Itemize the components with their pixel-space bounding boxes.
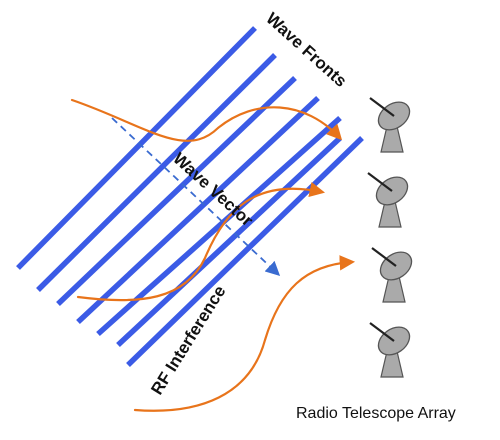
wave-front-line (76, 95, 320, 325)
wave-front-line (96, 115, 342, 337)
wave-vector-arrow (111, 117, 281, 276)
wave-front-line (116, 135, 342, 348)
radio-telescope-array (367, 97, 413, 378)
wave-front-line (36, 53, 277, 292)
rf-curve-bottom (133, 255, 356, 412)
rf-curve-middle (76, 181, 326, 302)
wave-fronts-label: Wave Fronts (262, 9, 350, 91)
radio-telescope-icon (371, 247, 413, 303)
wave-front-line (56, 76, 297, 306)
radio-telescope-icon (367, 172, 409, 228)
wavefronts-group (16, 26, 364, 367)
radio-telescope-icon (369, 97, 411, 153)
rf-interference-curves (70, 98, 356, 412)
wave-front-line (16, 26, 257, 270)
wave-front-line (126, 136, 364, 367)
rf-interference-label: RF Interference (147, 282, 229, 398)
radio-telescope-array-label: Radio Telescope Array (296, 405, 456, 422)
rf-curve-top (70, 98, 343, 142)
radio-telescope-icon (369, 322, 411, 378)
wave-vector-label: Wave Vector (169, 149, 257, 231)
